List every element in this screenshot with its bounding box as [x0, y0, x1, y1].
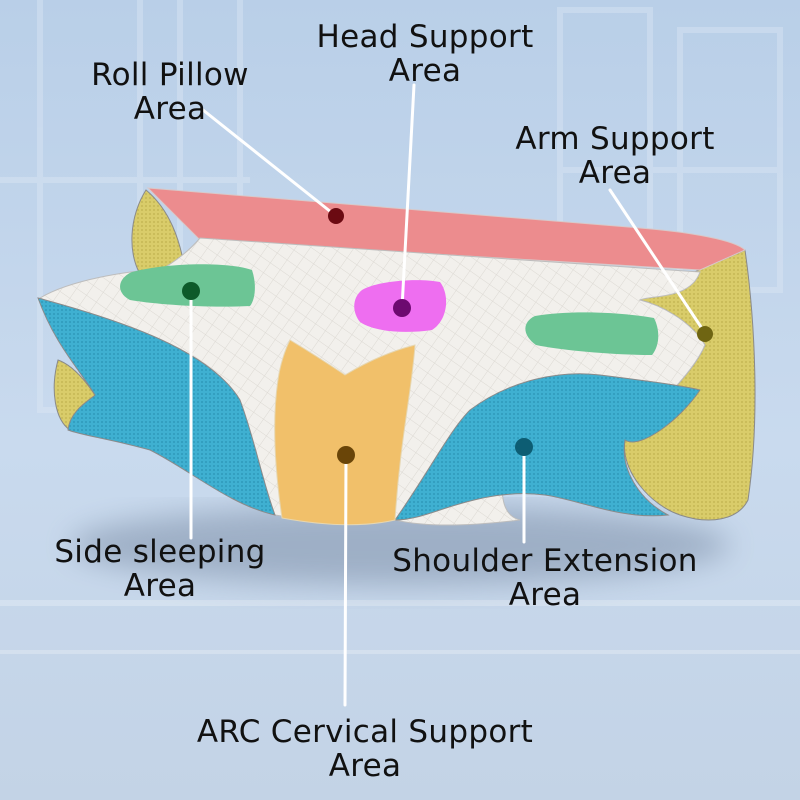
- label-line1: Arm Support: [515, 121, 715, 157]
- label-arc-cervical-support: ARC Cervical Support Area: [170, 715, 560, 783]
- label-line2: Area: [508, 577, 582, 613]
- label-shoulder-extension: Shoulder Extension Area: [370, 544, 720, 612]
- roll-pillow-marker: [328, 208, 344, 224]
- arm-support-marker: [697, 326, 713, 342]
- label-line1: Shoulder Extension: [392, 543, 698, 579]
- label-side-sleeping: Side sleeping Area: [40, 535, 280, 603]
- label-line2: Area: [578, 155, 652, 191]
- shoulder-extension-marker: [515, 438, 533, 456]
- label-line2: Area: [328, 748, 402, 784]
- label-line1: Side sleeping: [54, 534, 266, 570]
- label-line2: Area: [133, 91, 207, 127]
- label-line2: Area: [123, 568, 197, 604]
- arc-cervical-marker: [337, 446, 355, 464]
- label-line1: Roll Pillow: [91, 57, 249, 93]
- label-head-support: Head Support Area: [300, 20, 550, 88]
- head-support-marker: [393, 299, 411, 317]
- side-sleeping-marker: [182, 282, 200, 300]
- label-line1: ARC Cervical Support: [196, 714, 534, 750]
- label-arm-support: Arm Support Area: [500, 122, 730, 190]
- label-roll-pillow: Roll Pillow Area: [80, 58, 260, 126]
- label-line2: Area: [388, 53, 462, 89]
- label-line1: Head Support: [316, 19, 534, 55]
